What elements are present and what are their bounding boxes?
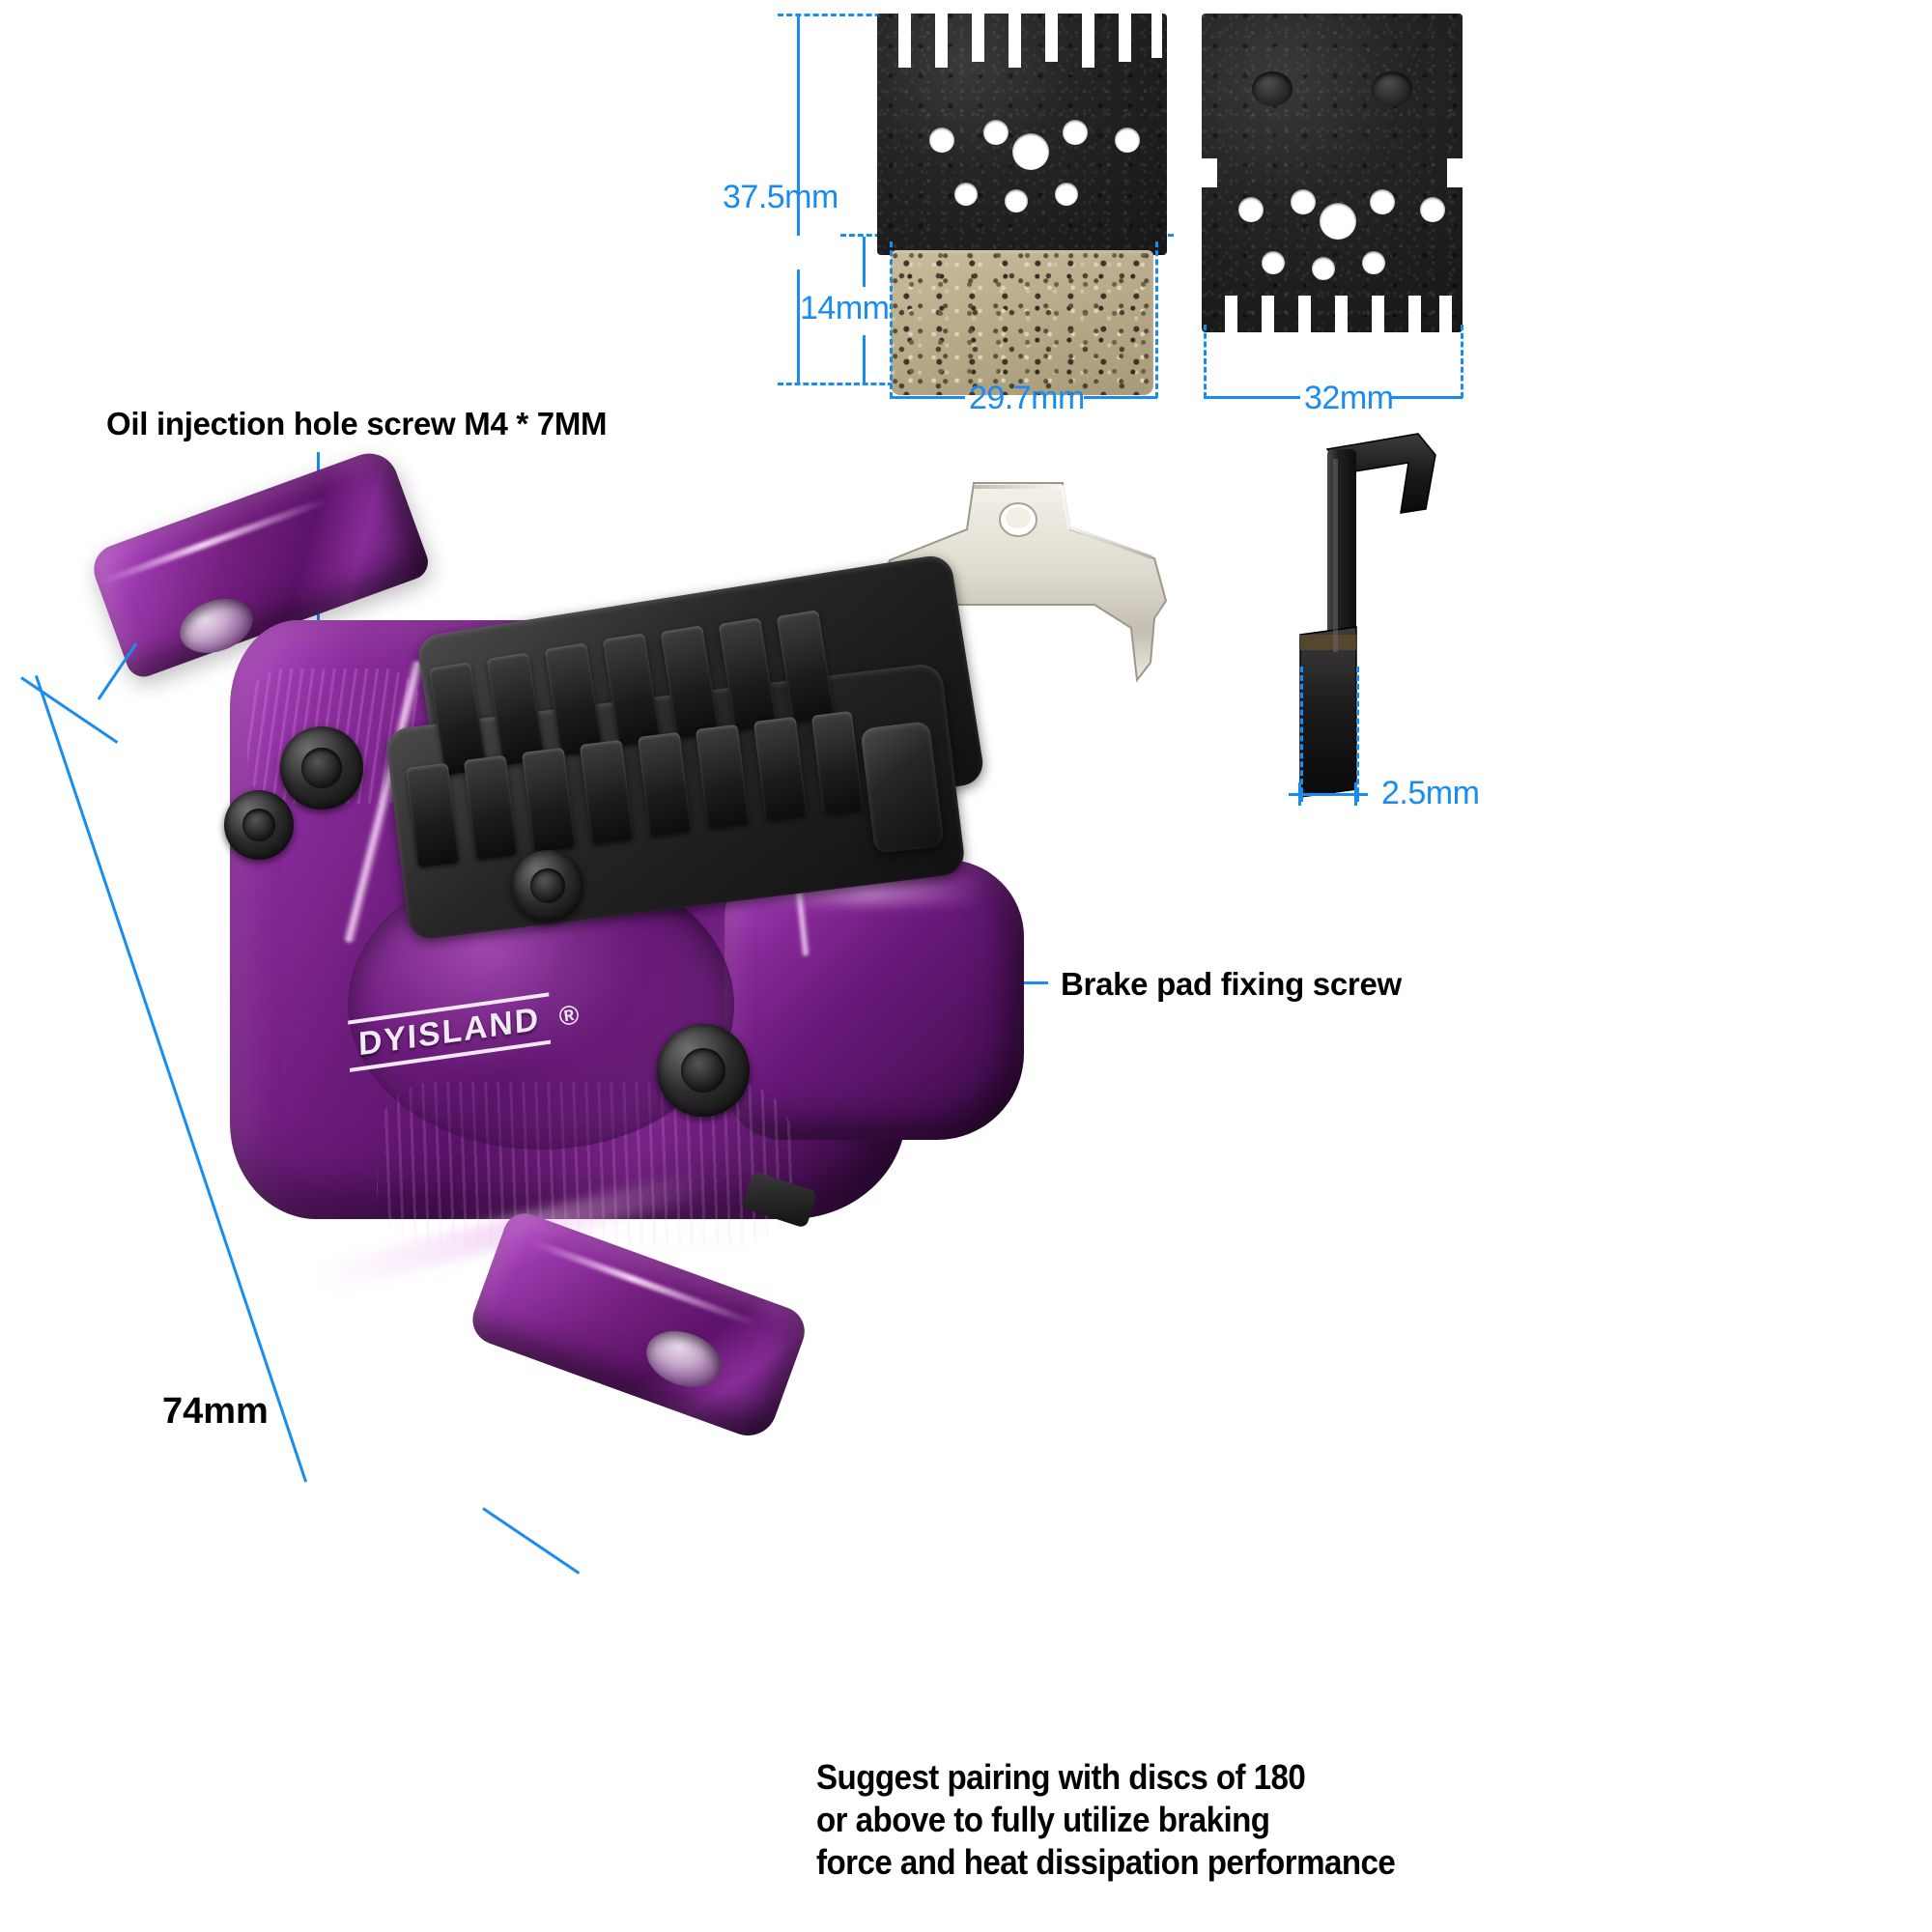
suggestion-note-line-2: or above to fully utilize braking <box>816 1799 1270 1839</box>
pad-tooth-gap <box>1439 296 1452 334</box>
pin-thickness-tick-left <box>1298 782 1301 806</box>
pad-tooth-gap <box>1335 296 1348 334</box>
pad-vent-hole <box>929 128 954 153</box>
backplate-width-left-guide <box>1204 325 1207 398</box>
dim-clip-thickness: 2.5mm <box>1381 775 1480 811</box>
pad-vent-hole <box>983 120 1009 145</box>
caliper-piston-bore <box>724 860 1024 1140</box>
pad-vent-hole <box>1055 183 1078 206</box>
friction-height-dim-line-upper <box>863 237 866 287</box>
suggestion-note-line-1: Suggest pairing with discs of 180 <box>816 1757 1306 1797</box>
dim-pad-total-height: 37.5mm <box>723 179 838 215</box>
pad-vent-hole <box>1005 189 1028 213</box>
brake-pad-back <box>1202 14 1463 371</box>
pin-thickness-tick-right <box>1354 782 1357 806</box>
pad-vent-hole <box>1262 251 1285 274</box>
backplate-width-dim-line-left <box>1204 396 1300 399</box>
pad-tooth-gap <box>898 14 911 68</box>
pad-tooth-gap <box>1408 296 1421 334</box>
pad-width-dim-line-left <box>890 396 965 399</box>
pad-tooth-gap <box>1372 296 1384 334</box>
backplate-width-right-guide <box>1461 325 1463 398</box>
pad-tooth-gap <box>1298 296 1311 334</box>
pad-vent-hole <box>1420 197 1445 222</box>
spring-clip-icon <box>876 482 1168 683</box>
caliper-bleed-bolt[interactable] <box>224 790 294 860</box>
pad-dimple <box>1252 71 1293 106</box>
suggestion-note: Suggest pairing with discs of 180 or abo… <box>816 1756 1445 1884</box>
pad-vent-hole <box>1012 133 1049 170</box>
pad-side-notch <box>1202 158 1217 187</box>
dim-caliper-length: 74mm <box>162 1391 269 1432</box>
pad-tooth-gap <box>1045 14 1058 62</box>
pad-width-left-guide <box>890 242 893 398</box>
dim-pad-width: 29.7mm <box>969 380 1085 416</box>
brand-registered-mark: ® <box>556 998 582 1032</box>
pad-vent-hole <box>1291 189 1316 214</box>
pad-tooth-gap <box>1119 14 1131 62</box>
callout-pad-fixing-screw: Brake pad fixing screw <box>1061 966 1402 1002</box>
pin-thickness-right-guide <box>1356 667 1359 802</box>
callout-oil-injection-screw: Oil injection hole screw M4 * 7MM <box>106 406 608 441</box>
pad-tooth-gap <box>972 14 984 62</box>
pad-vent-hole <box>1238 197 1264 222</box>
caliper-body-bolt[interactable] <box>657 1024 750 1117</box>
brake-pad-front <box>877 14 1167 395</box>
dim-backplate-width: 32mm <box>1304 380 1394 416</box>
caliper-length-tick-bottom <box>482 1507 581 1575</box>
pin-thickness-left-guide <box>1300 667 1303 802</box>
hydraulic-caliper: DYISLAND ® <box>58 445 1024 1517</box>
pad-tooth-gap <box>935 14 948 68</box>
pad-vent-hole <box>1115 128 1140 153</box>
pad-backing-plate-rear <box>1202 14 1463 332</box>
dim-friction-height: 14mm <box>800 290 890 327</box>
pad-height-dim-line-lower <box>797 270 800 385</box>
pad-retaining-pin-icon <box>1299 433 1436 798</box>
backplate-width-dim-line-right <box>1389 396 1463 399</box>
pad-tooth-gap <box>1009 14 1021 68</box>
suggestion-note-line-3: force and heat dissipation performance <box>816 1841 1396 1882</box>
pad-dimple <box>1372 71 1412 106</box>
pad-side-notch <box>1447 158 1463 187</box>
pad-tooth-gap <box>1262 296 1274 334</box>
friction-height-dim-line-lower <box>863 335 866 384</box>
brake-pad-fixing-screw[interactable] <box>512 850 583 922</box>
pad-vent-hole <box>1320 203 1356 240</box>
pad-top-guideline <box>778 14 898 16</box>
pad-tooth-gap <box>1082 14 1094 68</box>
pad-vent-hole <box>1362 251 1385 274</box>
pad-vent-hole <box>954 183 978 206</box>
pad-bottom-guideline <box>778 383 894 385</box>
pad-width-dim-line-right <box>1084 396 1157 399</box>
pad-width-right-guide <box>1155 242 1158 398</box>
pin-thickness-dim-line <box>1289 793 1368 796</box>
pad-vent-hole <box>1312 257 1335 280</box>
pad-vent-hole <box>1370 189 1395 214</box>
pad-friction-material <box>891 250 1153 395</box>
pad-tooth-gap <box>1151 14 1162 58</box>
pad-height-dim-line-upper <box>797 15 800 236</box>
pad-tooth-gap <box>1225 296 1237 334</box>
oil-injection-hole-screw[interactable] <box>280 726 363 810</box>
pad-vent-hole <box>1063 120 1088 145</box>
